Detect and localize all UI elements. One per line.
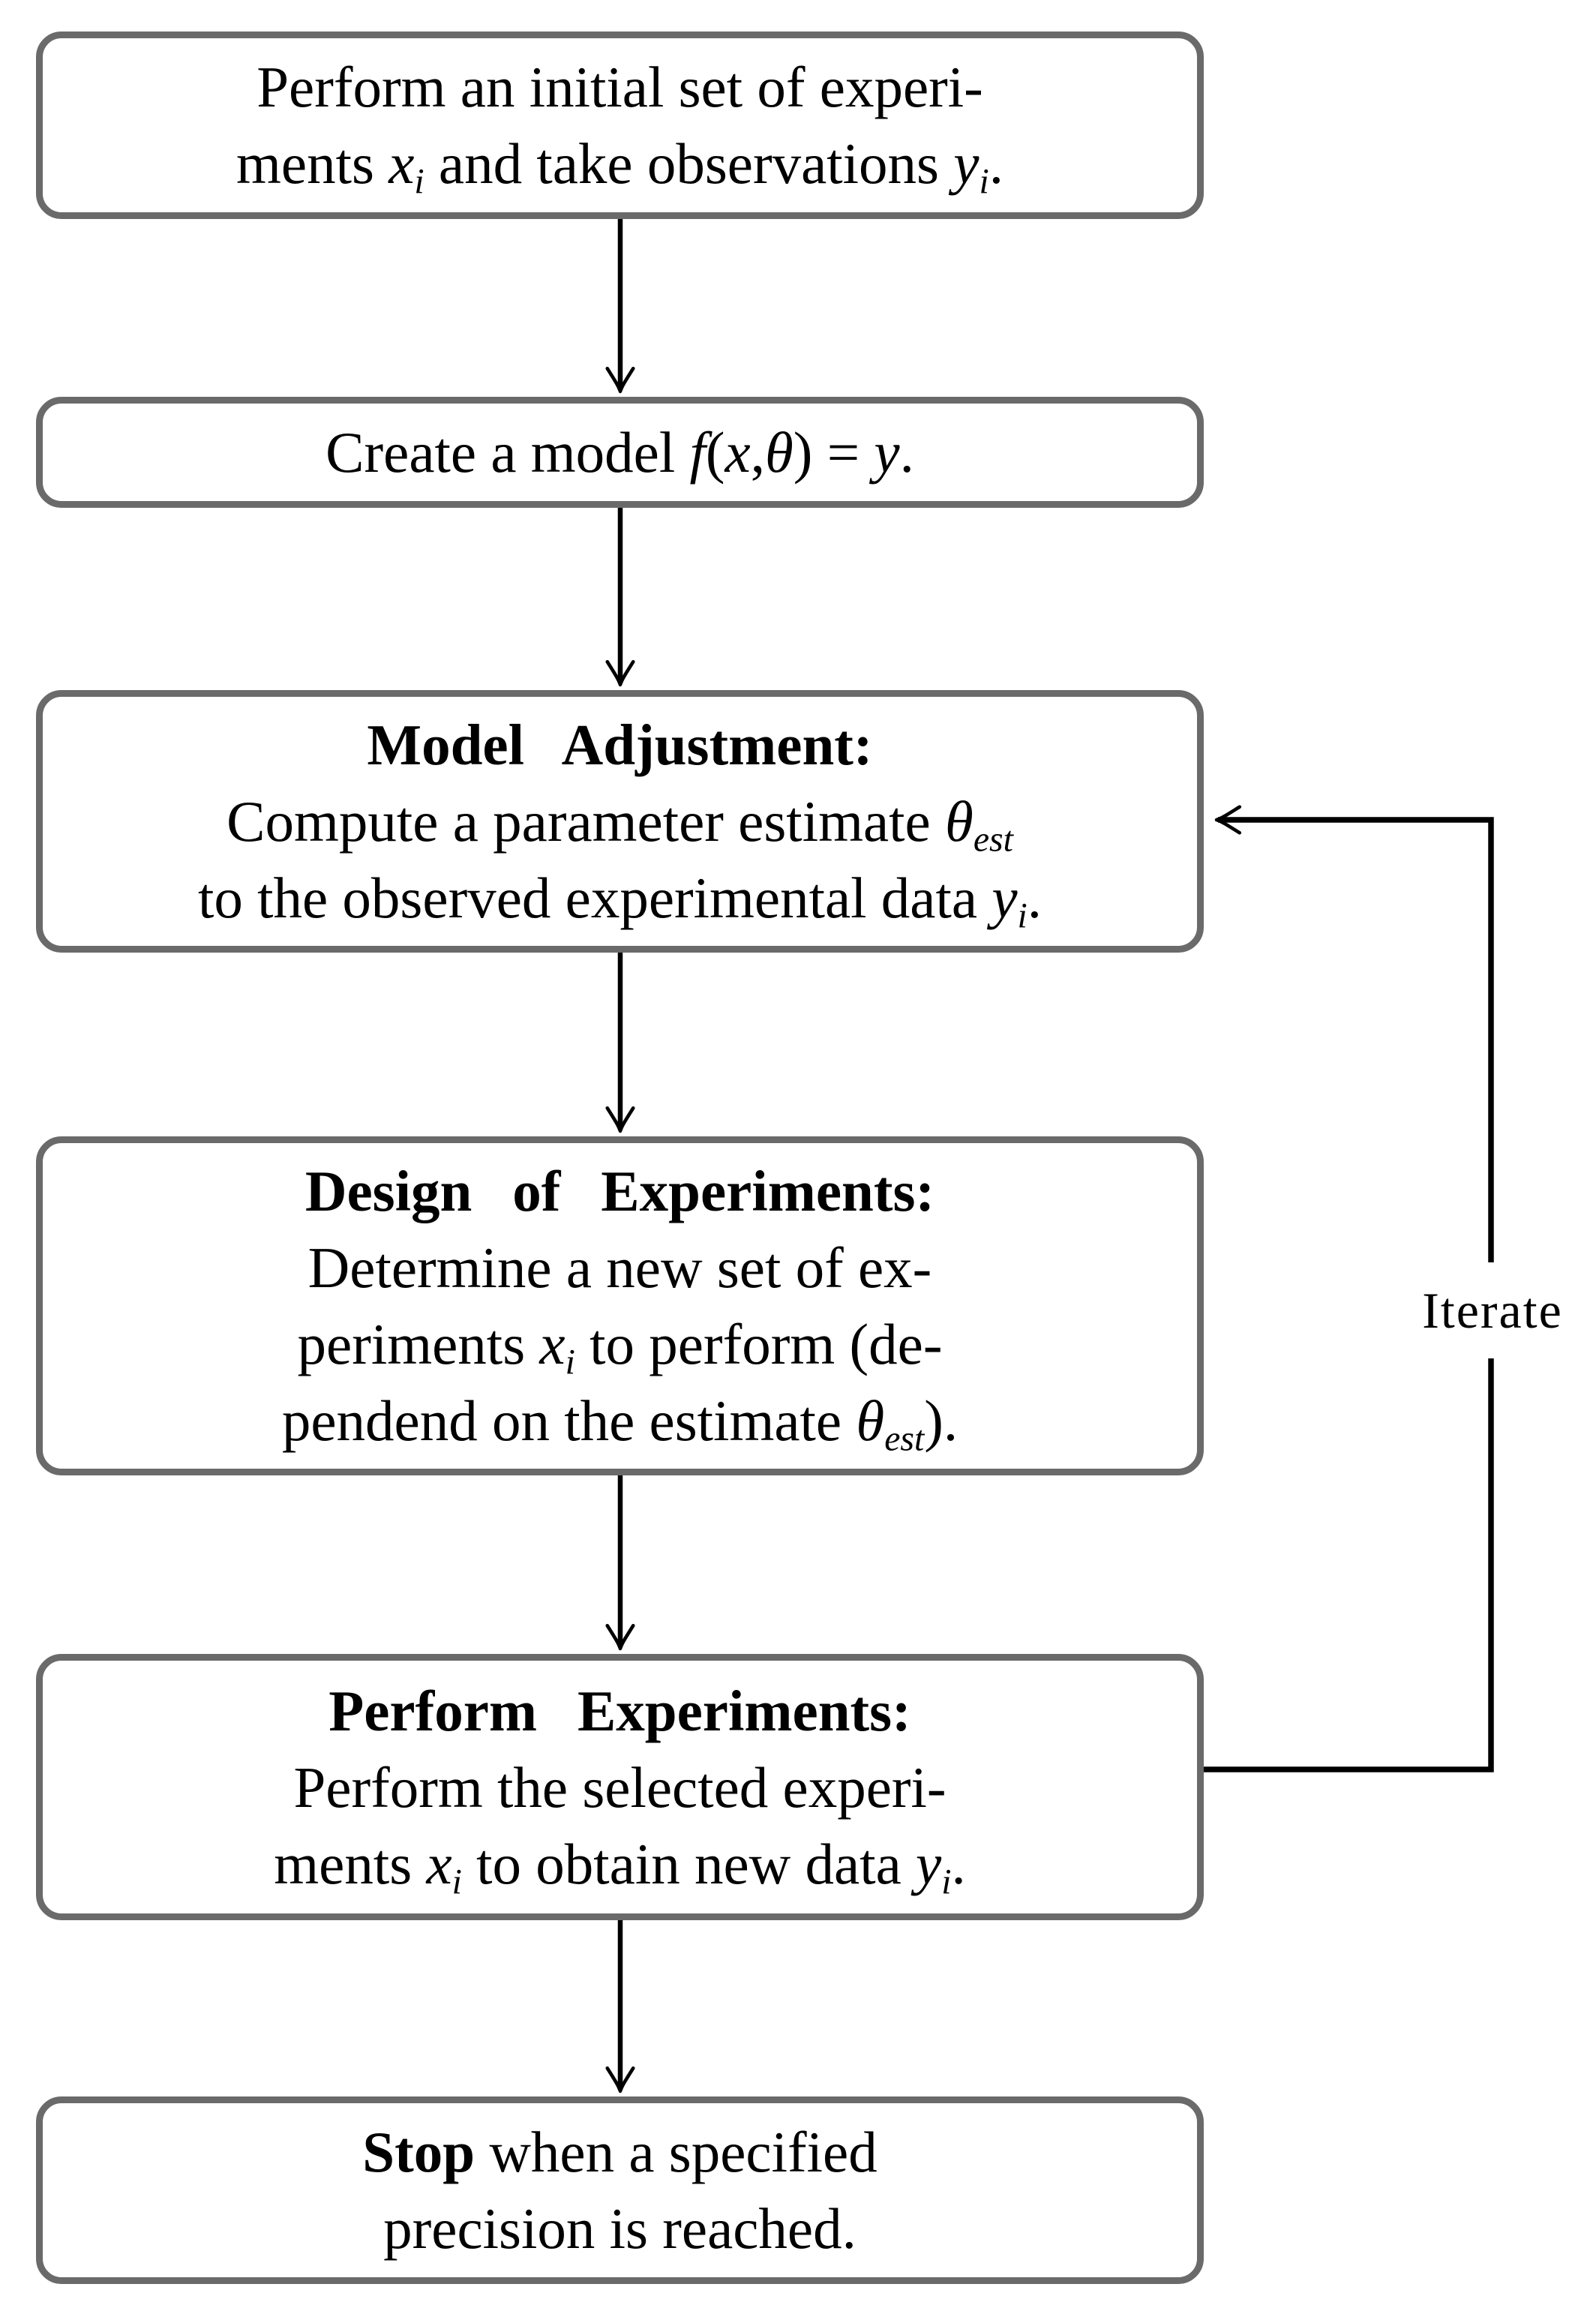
box-initial-experiments: Perform an initial set of experi- ments … xyxy=(36,32,1204,219)
iterate-edge-label: Iterate xyxy=(1413,1262,1572,1358)
box-design-of-experiments: Design of Experiments: Determine a new s… xyxy=(36,1136,1204,1475)
text-line: Determine a new set of ex- xyxy=(308,1235,932,1300)
text-line-heading: Perform Experiments: xyxy=(328,1678,911,1743)
text-line: Stop when a specified xyxy=(362,2120,878,2184)
text-line: Compute a parameter estimate θest xyxy=(226,789,1013,860)
text-line: periments xi to perform (de- xyxy=(297,1312,943,1382)
text-line-heading: Model Adjustment: xyxy=(367,713,873,777)
text-line: Create a model f(x,θ) = y. xyxy=(326,420,914,485)
box-stop: Stop when a specified precision is reach… xyxy=(36,2096,1204,2284)
text-line: pendend on the estimate θest). xyxy=(281,1388,958,1459)
text-line: ments xi to obtain new data yi. xyxy=(274,1831,966,1901)
text-line: to the observed experimental data yi. xyxy=(197,866,1042,936)
box-model-adjustment: Model Adjustment: Compute a parameter es… xyxy=(36,690,1204,953)
text-line: ments xi and take observations yi. xyxy=(236,131,1004,202)
box-perform-experiments: Perform Experiments: Perform the selecte… xyxy=(36,1654,1204,1920)
text-line-heading: Design of Experiments: xyxy=(304,1159,935,1223)
text-line: Perform the selected experi- xyxy=(293,1754,946,1820)
text-line: Perform an initial set of experi- xyxy=(256,55,983,119)
text-line: precision is reached. xyxy=(383,2196,856,2261)
box-create-model: Create a model f(x,θ) = y. xyxy=(36,397,1204,508)
